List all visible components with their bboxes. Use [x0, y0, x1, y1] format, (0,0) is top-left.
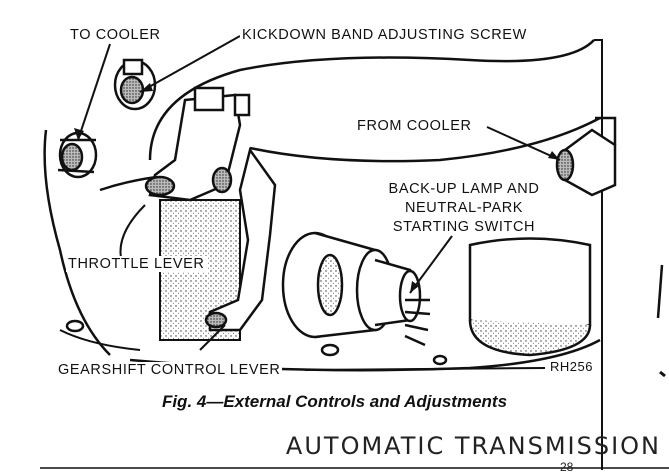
starting-switch [281, 231, 431, 347]
leader-lines [77, 35, 561, 371]
figure-caption: Fig. 4—External Controls and Adjustments [161, 392, 508, 411]
gearshift-lever-shape [204, 147, 277, 332]
leader-arrowheads [74, 83, 560, 293]
page-number: 28 [560, 460, 574, 474]
label-backup-line-2: NEUTRAL-PARK [404, 200, 524, 216]
label-from-cooler: FROM COOLER [355, 118, 474, 134]
from-cooler-fitting [555, 116, 617, 197]
label-backup-line-1: BACK-UP LAMP AND [388, 181, 540, 197]
page-section-header: AUTOMATIC TRANSMISSION [285, 432, 661, 460]
throttle-lever-shape [144, 86, 251, 202]
label-kickdown-band-adjusting-screw: KICKDOWN BAND ADJUSTING SCREW [240, 27, 529, 43]
margin-mark [656, 264, 664, 319]
label-throttle-lever: THROTTLE LEVER [66, 256, 207, 272]
to-cooler-fitting [57, 131, 98, 179]
kickdown-adjusting-screw [113, 58, 157, 111]
label-to-cooler: TO COOLER [68, 27, 163, 43]
label-gearshift-control-lever: GEARSHIFT CONTROL LEVER [56, 362, 283, 378]
reference-code: RH256 [548, 359, 595, 375]
margin-mark-bottom [659, 370, 666, 378]
label-backup-lamp-switch: BACK-UP LAMP AND NEUTRAL-PARK STARTING S… [375, 181, 553, 235]
label-backup-line-3: STARTING SWITCH [392, 219, 536, 235]
